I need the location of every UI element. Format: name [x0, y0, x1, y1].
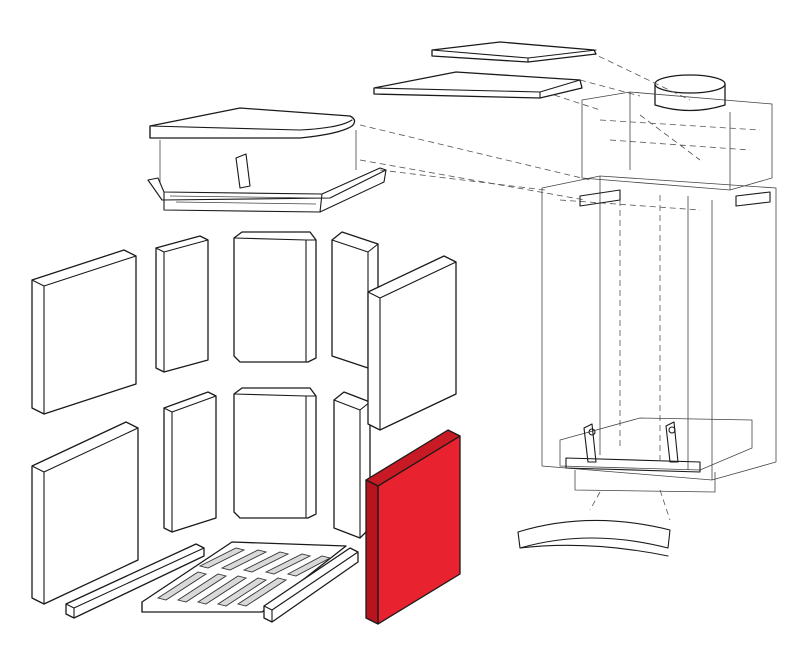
left-lower-narrow-brick	[163, 391, 217, 533]
right-upper-side-brick	[367, 255, 457, 431]
back-upper-brick	[233, 231, 317, 363]
explosion-guide-lines	[359, 51, 691, 521]
upper-baffle-plate	[373, 71, 583, 99]
right-front-side-brick[interactable]	[365, 429, 461, 625]
stove-body	[517, 74, 777, 557]
right-floor-brick	[263, 547, 359, 623]
top-baffle-plate	[431, 41, 597, 63]
left-upper-side-brick	[31, 249, 137, 415]
rounded-top-plate	[149, 107, 356, 139]
flue-collar	[654, 74, 726, 112]
right-lower-narrow-brick	[333, 391, 371, 539]
left-lower-side-brick	[31, 421, 139, 605]
ash-pan	[517, 519, 671, 557]
back-lower-brick	[233, 387, 317, 519]
grate-frame	[147, 130, 387, 213]
left-floor-brick	[65, 543, 205, 619]
left-upper-narrow-brick	[155, 235, 209, 373]
bottom-grate	[141, 541, 347, 613]
